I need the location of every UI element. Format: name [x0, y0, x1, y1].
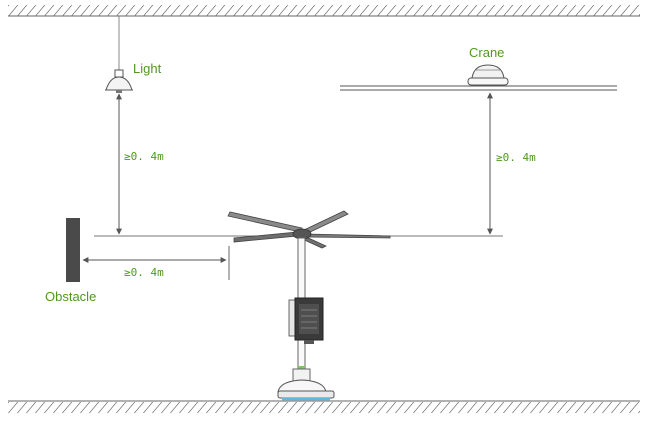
- crane-label: Crane: [469, 45, 504, 60]
- ceiling: [8, 5, 640, 17]
- light-clearance-label: ≥0. 4m: [124, 150, 164, 163]
- crane-clearance-label: ≥0. 4m: [496, 151, 536, 164]
- obstacle-clearance-label: ≥0. 4m: [124, 266, 164, 279]
- obstacle-label: Obstacle: [45, 289, 96, 304]
- light-icon: [105, 16, 133, 93]
- light-label: Light: [133, 61, 162, 76]
- floor: [8, 400, 640, 413]
- crane-rail: [340, 85, 617, 91]
- fan-icon: [227, 210, 391, 401]
- obstacle-wall: [66, 218, 80, 282]
- crane-icon: [467, 64, 509, 86]
